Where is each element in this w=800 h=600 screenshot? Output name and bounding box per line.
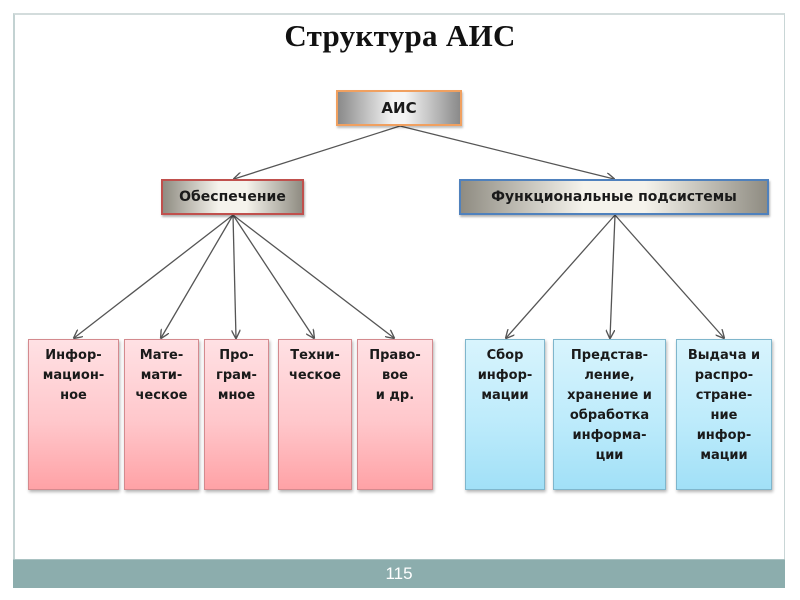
footer-bar: 115 — [13, 559, 785, 588]
leaf-node-informational: Инфор- мацион- ное — [28, 339, 119, 490]
leaf-node-info-distribution: Выдача и распро- стране- ние инфор- маци… — [676, 339, 772, 490]
branch-node-support: Обеспечение — [161, 179, 304, 215]
branch-node-functional-subsystems: Функциональные подсистемы — [459, 179, 769, 215]
arrow-root-to-support — [234, 125, 401, 179]
branch-node-label: Обеспечение — [179, 189, 286, 205]
arrow-support-to-technical — [232, 214, 314, 338]
leaf-node-info-collection: Сбор инфор- мации — [465, 339, 545, 490]
leaf-node-info-processing: Представ- ление, хранение и обработка ин… — [553, 339, 666, 490]
leaf-node-legal: Право- вое и др. — [357, 339, 433, 490]
slide-title: Структура АИС — [284, 18, 516, 53]
arrow-functional-to-processing — [610, 214, 616, 338]
leaf-node-technical: Техни- ческое — [278, 339, 352, 490]
arrow-functional-to-distribution — [614, 214, 724, 338]
leaf-node-mathematical: Мате- мати- ческое — [124, 339, 199, 490]
arrow-functional-to-collection — [506, 214, 616, 338]
arrow-root-to-functional — [399, 125, 614, 179]
page-number: 115 — [385, 564, 413, 583]
leaf-node-software: Про- грам- мное — [204, 339, 269, 490]
arrow-support-to-software — [233, 214, 236, 338]
root-node-label: АИС — [381, 99, 417, 117]
arrow-support-to-info — [74, 214, 234, 338]
branch-node-label: Функциональные подсистемы — [491, 189, 737, 205]
arrow-support-to-math — [161, 214, 234, 338]
arrow-support-to-legal — [232, 214, 394, 338]
root-node-ais: АИС — [336, 90, 462, 126]
